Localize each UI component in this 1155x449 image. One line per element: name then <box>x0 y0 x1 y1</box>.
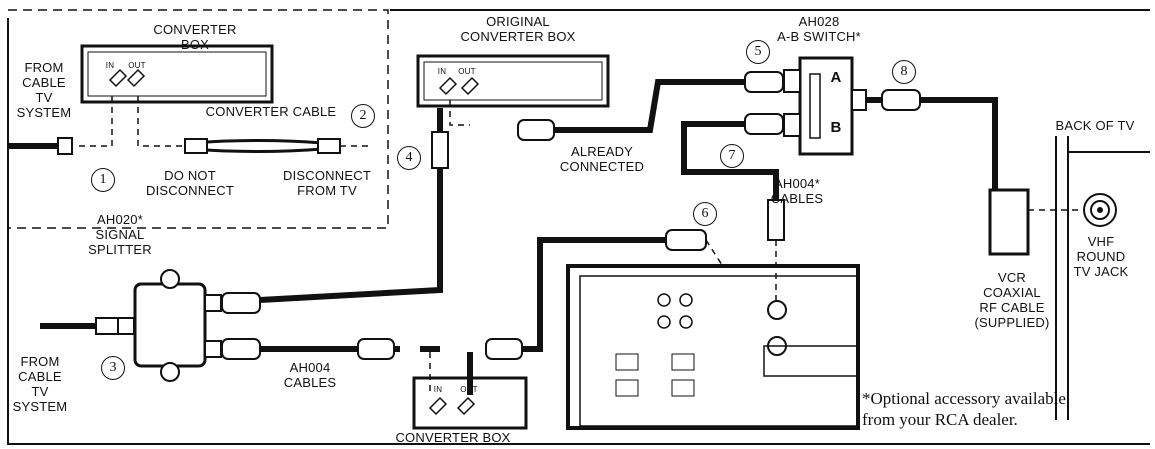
callout-2: 2 <box>351 104 375 128</box>
ab-switch <box>783 56 867 156</box>
cable-7 <box>681 121 779 200</box>
converter-box-top-title: CONVERTER BOX <box>153 22 237 52</box>
do-not-disconnect: DO NOT DISCONNECT <box>146 168 234 198</box>
ab-switch-label: AH028 A-B SWITCH* <box>777 14 861 44</box>
converter-box-top-in: IN <box>105 61 115 70</box>
ah004-cables-right: AH004* CABLES <box>770 176 824 206</box>
converter-box-bottom-in: IN <box>433 385 443 394</box>
signal-splitter <box>117 269 222 382</box>
from-cable-tv-top: FROM CABLE TV SYSTEM <box>16 60 72 120</box>
cable-4 <box>259 108 443 303</box>
callout-8: 8 <box>892 60 916 84</box>
dashed-panel <box>8 9 389 229</box>
callout-3: 3 <box>101 356 125 380</box>
converter-cable-label: CONVERTER CABLE <box>205 104 337 119</box>
switch-b-label: B <box>830 119 842 136</box>
cable-8 <box>866 97 998 190</box>
converter-cable <box>189 139 323 153</box>
cable-5 <box>520 79 745 133</box>
converter-box-top <box>80 44 274 104</box>
converter-box-top-out: OUT <box>128 61 146 70</box>
callout-7: 7 <box>720 144 744 168</box>
vcr-coaxial-cable: VCR COAXIAL RF CABLE (SUPPLIED) <box>974 270 1050 330</box>
vhf-jack: VHF ROUND TV JACK <box>1073 234 1129 279</box>
tv-back <box>1055 136 1150 420</box>
vcr-unit <box>566 264 860 430</box>
original-converter-box-title: ORIGINAL CONVERTER BOX <box>460 14 576 44</box>
callout-6: 6 <box>693 202 717 226</box>
original-converter-box <box>416 54 610 108</box>
original-box-out: OUT <box>458 67 476 76</box>
signal-splitter-label: AH020* SIGNAL SPLITTER <box>88 212 152 257</box>
original-box-in: IN <box>437 67 447 76</box>
switch-a-label: A <box>830 69 842 86</box>
footnote: *Optional accessory available from your … <box>862 389 1066 429</box>
outer-frame <box>7 9 1150 445</box>
callout-5: 5 <box>746 40 770 64</box>
disconnect-from-tv: DISCONNECT FROM TV <box>283 168 371 198</box>
back-of-tv: BACK OF TV <box>1055 118 1135 133</box>
from-cable-tv-bottom: FROM CABLE TV SYSTEM <box>12 354 68 414</box>
callout-4: 4 <box>397 146 421 170</box>
callout-1: 1 <box>91 168 115 192</box>
ah004-cables-bottom: AH004 CABLES <box>283 360 337 390</box>
converter-box-bottom-out: OUT <box>460 385 478 394</box>
already-connected: ALREADY CONNECTED <box>559 144 645 174</box>
converter-box-bottom-title: CONVERTER BOX <box>395 430 511 445</box>
